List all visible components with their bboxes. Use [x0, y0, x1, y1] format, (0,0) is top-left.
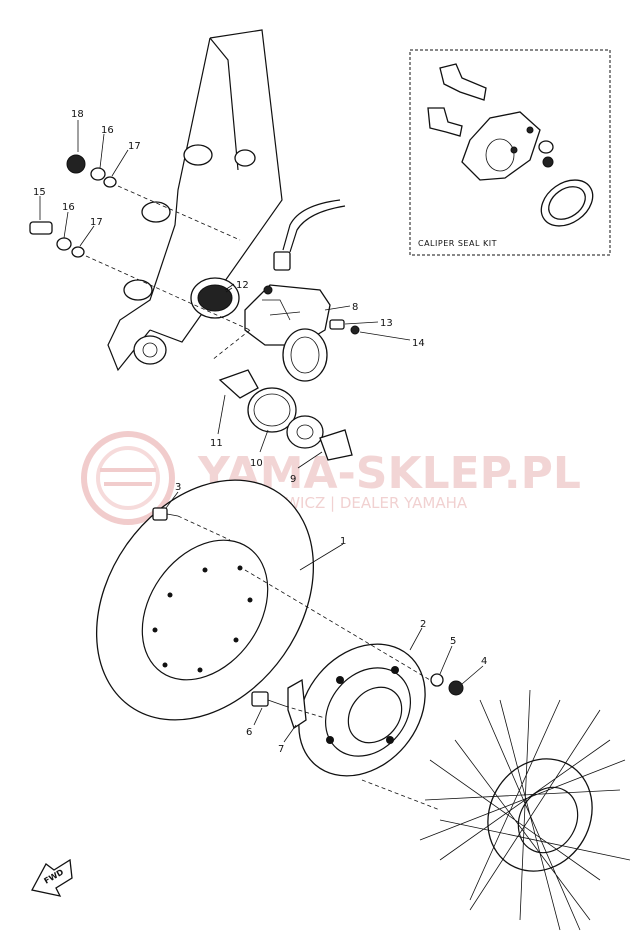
inset-title: CALIPER SEAL KIT: [418, 239, 497, 248]
callout-4: 4: [481, 656, 487, 667]
washer: [430, 673, 444, 687]
disc-hub: [298, 643, 426, 777]
hub-bolt: [251, 691, 286, 707]
callout-9: 9: [290, 474, 296, 485]
brake-disc: [95, 479, 315, 721]
lock-washer: [287, 678, 307, 730]
brake-hose: [282, 199, 341, 251]
callout-17-upper: 17: [128, 141, 141, 152]
callout-15: 15: [33, 187, 46, 198]
clamp-bolt-stack: [29, 221, 85, 258]
callout-17-lower: 17: [90, 217, 103, 228]
callout-10: 10: [250, 458, 263, 469]
yamaha-logo-watermark: [81, 431, 175, 525]
caliper-seal-kit-inset: CALIPER SEAL KIT: [409, 49, 611, 256]
brake-caliper: [244, 284, 331, 382]
callout-11: 11: [210, 438, 223, 449]
emblem-plate: [190, 277, 240, 319]
callout-6: 6: [246, 727, 252, 738]
callout-18: 18: [71, 109, 84, 120]
wheel-hub-spokes: [419, 689, 631, 931]
callout-12: 12: [236, 280, 249, 291]
brake-pad-set: [218, 369, 353, 461]
callout-5: 5: [450, 636, 456, 647]
nut: [448, 680, 464, 696]
callout-2: 2: [420, 619, 426, 630]
leader-lines: [39, 120, 484, 743]
fork-leg: [107, 29, 283, 372]
callout-1: 1: [340, 536, 346, 547]
disc-bolt: [152, 507, 179, 521]
callout-16-upper: 16: [101, 125, 114, 136]
axle-nut-stack: [66, 154, 117, 188]
callout-labels: 18 16 17 15 16 17 12 8 13 14 11 10 9 3 1…: [33, 109, 487, 755]
forward-arrow: FWD: [31, 858, 73, 897]
callout-16-lower: 16: [62, 202, 75, 213]
callout-7: 7: [278, 744, 284, 755]
callout-3: 3: [175, 482, 181, 493]
callout-8: 8: [352, 302, 358, 313]
callout-13: 13: [380, 318, 393, 329]
callout-14: 14: [412, 338, 425, 349]
assembly-lines: [85, 185, 441, 811]
bleeder-screw: [329, 319, 360, 335]
